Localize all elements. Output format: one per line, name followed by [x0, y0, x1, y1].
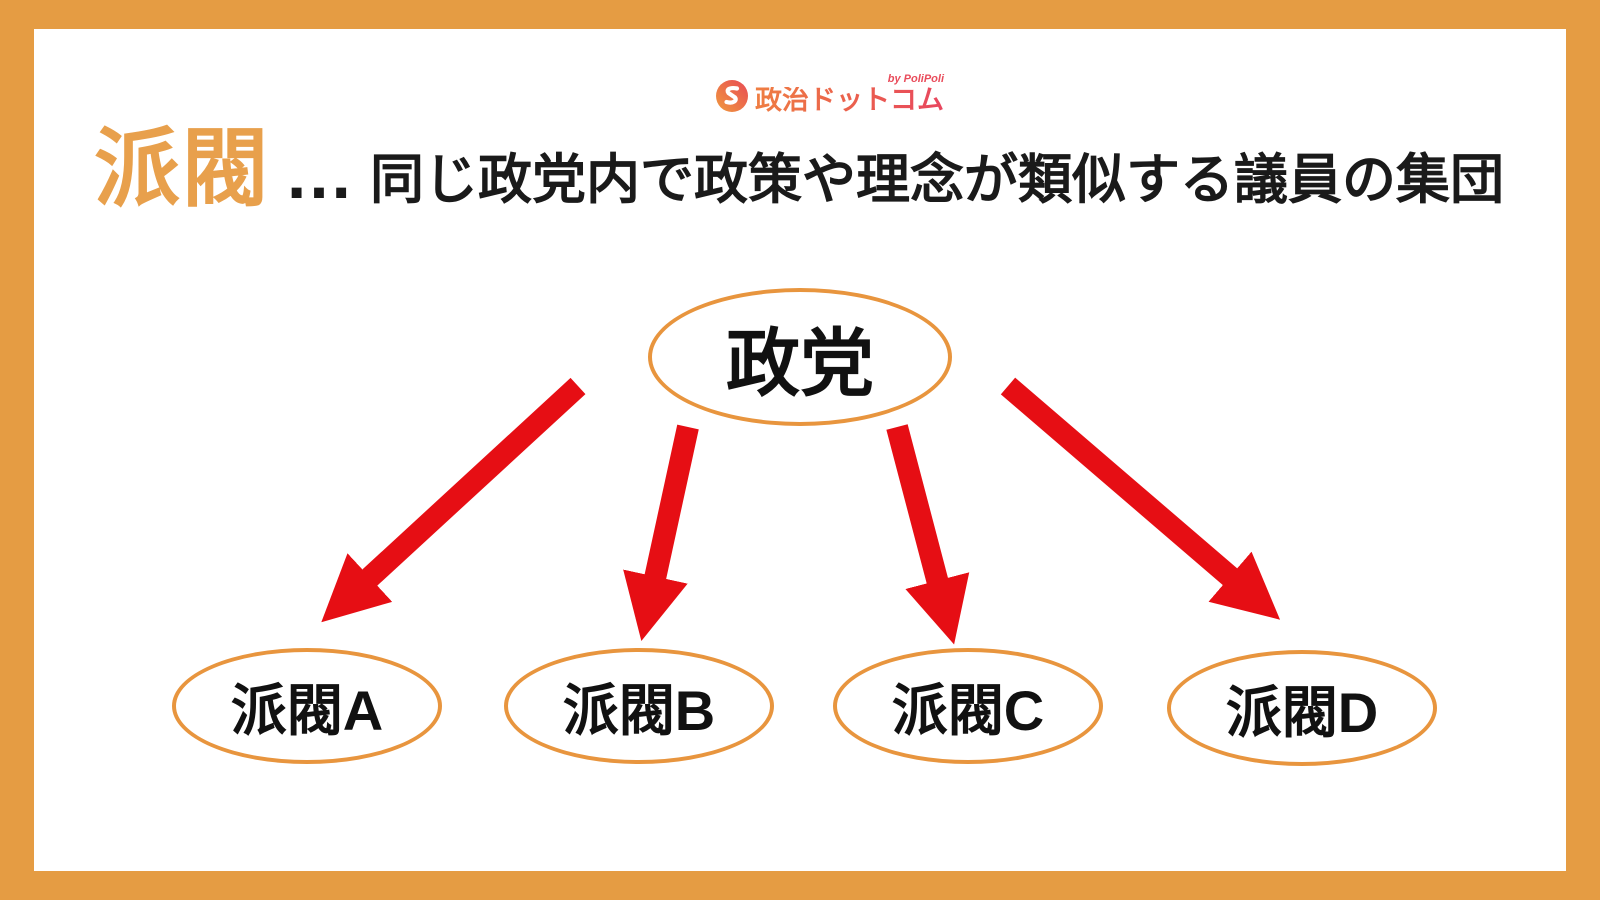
term-text: 派閥: [94, 121, 270, 217]
definition-text: 同じ政党内で政策や理念が類似する議員の集団: [370, 150, 1504, 210]
polipoli-logo-icon: [716, 80, 748, 112]
node-faction-a-label: 派閥A: [230, 678, 384, 742]
node-faction-b-label: 派閥B: [562, 678, 716, 742]
node-faction-b: 派閥B: [504, 648, 774, 764]
node-party: 政党: [648, 288, 952, 426]
brand-name: 政治ドットコム: [755, 85, 944, 115]
brand-text-group: by PoliPoli 政治ドットコム: [755, 73, 944, 115]
logo-swirl-stroke: [724, 86, 740, 105]
definition-title: 派閥 … 同じ政党内で政策や理念が類似する議員の集団: [94, 121, 1504, 217]
node-faction-d: 派閥D: [1167, 650, 1437, 766]
node-faction-a: 派閥A: [172, 648, 442, 764]
brand-byline: by PoliPoli: [887, 73, 944, 85]
node-faction-d-label: 派閥D: [1225, 680, 1379, 744]
brand-logo: by PoliPoli 政治ドットコム: [716, 62, 944, 114]
ellipsis-separator: …: [284, 135, 354, 213]
node-faction-c-label: 派閥C: [891, 678, 1045, 742]
node-faction-c: 派閥C: [833, 648, 1103, 764]
node-party-label: 政党: [726, 321, 874, 405]
